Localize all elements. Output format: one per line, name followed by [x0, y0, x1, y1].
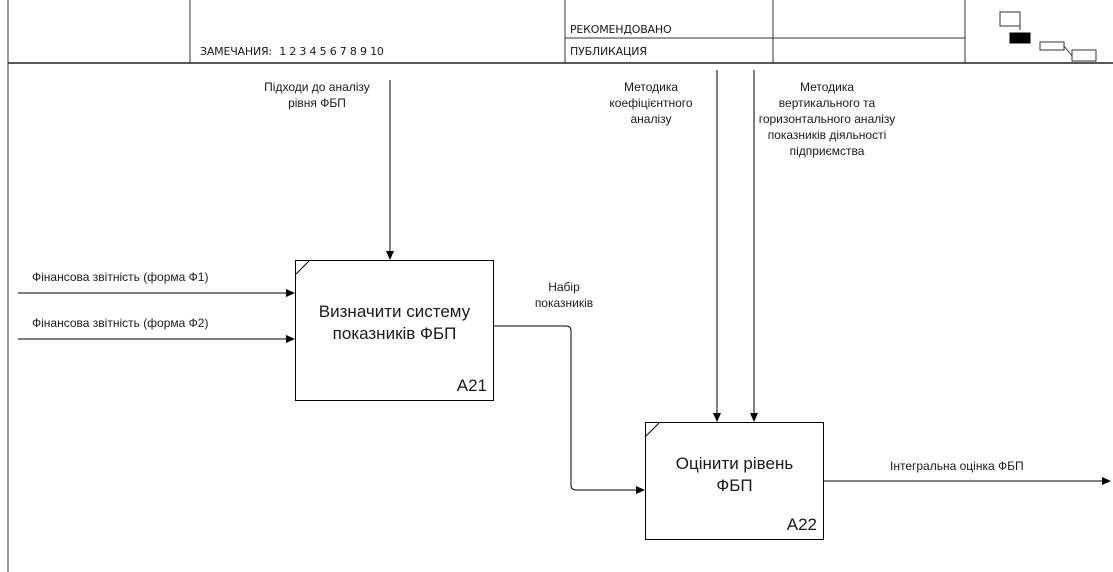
remarks-row: ЗАМЕЧАНИЯ: 1 2 3 4 5 6 7 8 9 10 [200, 45, 384, 58]
activity-number-a22: A22 [786, 515, 817, 534]
activity-number-a21: A21 [456, 376, 487, 395]
flow-label-indicator-set: Набір показників [524, 279, 604, 311]
remarks-label: ЗАМЕЧАНИЯ: [200, 45, 272, 58]
remarks-numbers: 1 2 3 4 5 6 7 8 9 10 [279, 45, 384, 58]
output-label-integral: Інтегральна оцінка ФБП [890, 459, 1024, 473]
activity-title-a22-line2: ФБП [716, 476, 753, 495]
flow-label-indicator-set-line2: показників [534, 296, 594, 310]
activity-title-a21: Визначити систему показників ФБП [296, 301, 493, 345]
recommended-label: РЕКОМЕНДОВАНО [570, 23, 672, 36]
control-label-approaches: Підходи до аналізу рівня ФБП [264, 80, 370, 110]
control-label-vertical-method: Методика вертикального та горизонтальног… [758, 80, 896, 158]
box-corner-mark [296, 261, 310, 275]
activity-title-a22-line1: Оцінити рівень [675, 454, 794, 473]
box-corner-mark [646, 423, 660, 437]
publication-label: ПУБЛИКАЦИЯ [570, 45, 647, 58]
control-label-coefficient-method: Методика коефіцієнтного аналізу [609, 80, 693, 126]
activity-title-a22: Оцінити рівень ФБП [646, 453, 823, 497]
activity-box-a21[interactable]: Визначити систему показників ФБП A21 [295, 260, 494, 401]
input-label-f2: Фінансова звітність (форма Ф2) [32, 316, 209, 330]
activity-title-a21-line2: показників ФБП [332, 324, 457, 343]
input-label-f1: Фінансова звітність (форма Ф1) [32, 270, 209, 284]
activity-box-a22[interactable]: Оцінити рівень ФБП A22 [645, 422, 824, 540]
activity-title-a21-line1: Визначити систему [318, 302, 471, 321]
flow-label-indicator-set-line1: Набір [548, 280, 580, 294]
